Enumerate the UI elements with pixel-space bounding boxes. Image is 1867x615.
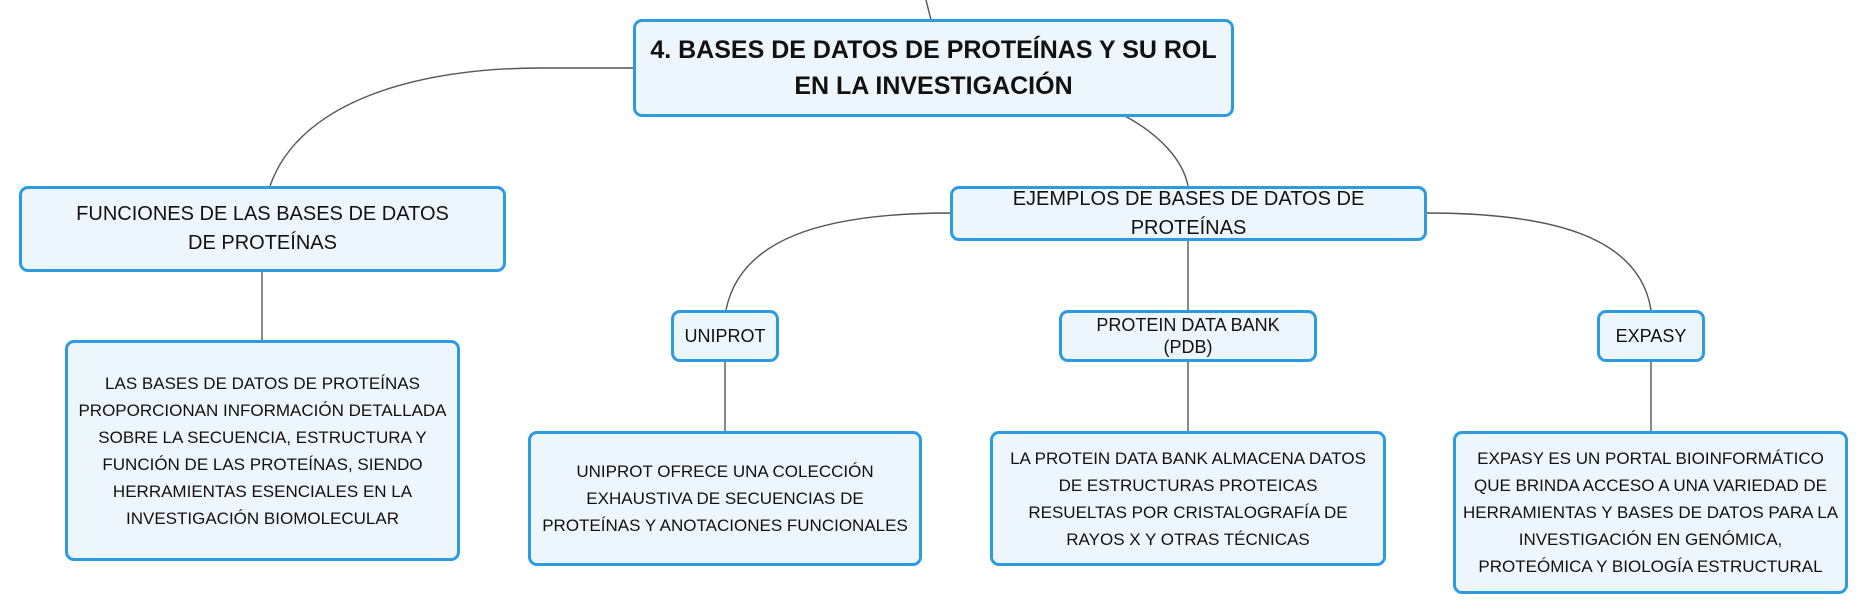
functions-description-node[interactable]: LAS BASES DE DATOS DE PROTEÍNAS PROPORCI…	[65, 340, 460, 561]
examples-topic-title: EJEMPLOS DE BASES DE DATOS DE PROTEÍNAS	[1012, 187, 1365, 239]
functions-topic-title: FUNCIONES DE LAS BASES DE DATOS DE PROTE…	[76, 203, 449, 254]
expasy-description-text: EXPASY ES UN PORTAL BIOINFORMÁTICO QUE B…	[1462, 449, 1839, 576]
pdb-description-text: LA PROTEIN DATA BANK ALMACENA DATOS DE E…	[1010, 448, 1366, 549]
central-topic-node[interactable]: 4. BASES DE DATOS DE PROTEÍNAS Y SU ROL …	[633, 19, 1234, 117]
functions-topic-node[interactable]: FUNCIONES DE LAS BASES DE DATOS DE PROTE…	[19, 186, 506, 272]
uniprot-description-node[interactable]: UNIPROT OFRECE UNA COLECCIÓN EXHAUSTIVA …	[528, 431, 922, 566]
connector-examples-to-expasy	[1425, 212, 1652, 311]
pdb-title: PROTEIN DATA BANK (PDB)	[1096, 315, 1280, 357]
uniprot-title: UNIPROT	[684, 326, 766, 346]
connector-examples-to-uniprot	[725, 212, 952, 311]
central-topic-title: 4. BASES DE DATOS DE PROTEÍNAS Y SU ROL …	[650, 36, 1217, 100]
pdb-node[interactable]: PROTEIN DATA BANK (PDB)	[1059, 310, 1317, 362]
connector-central-to-functions	[269, 67, 634, 187]
examples-topic-node[interactable]: EJEMPLOS DE BASES DE DATOS DE PROTEÍNAS	[950, 186, 1427, 241]
pdb-description-node[interactable]: LA PROTEIN DATA BANK ALMACENA DATOS DE E…	[990, 431, 1386, 566]
uniprot-description-text: UNIPROT OFRECE UNA COLECCIÓN EXHAUSTIVA …	[542, 462, 908, 535]
connector-central-to-examples	[1124, 115, 1189, 187]
expasy-node[interactable]: EXPASY	[1597, 310, 1705, 362]
functions-description-text: LAS BASES DE DATOS DE PROTEÍNAS PROPORCI…	[78, 373, 447, 528]
expasy-description-node[interactable]: EXPASY ES UN PORTAL BIOINFORMÁTICO QUE B…	[1453, 431, 1848, 594]
uniprot-node[interactable]: UNIPROT	[671, 310, 779, 362]
expasy-title: EXPASY	[1615, 326, 1687, 346]
connector-parent-to-central	[925, 0, 932, 21]
